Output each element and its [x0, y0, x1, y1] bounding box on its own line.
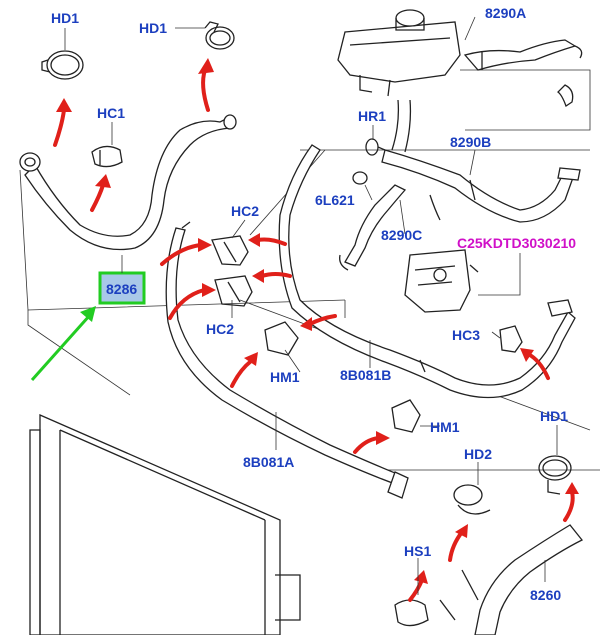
pipe-8b081b: [278, 144, 576, 399]
clamp-hd1-right: [538, 455, 572, 495]
radiator: [29, 414, 301, 635]
label-8290c: 8290C: [381, 227, 422, 243]
label-hc2-lower: HC2: [206, 321, 234, 337]
label-hm1-right: HM1: [430, 419, 460, 435]
label-6l621: 6L621: [315, 192, 355, 208]
clamp-hc1: [91, 145, 123, 168]
clip-hc2-upper: [211, 235, 249, 266]
hose-8290c: [339, 184, 441, 271]
label-hc3: HC3: [452, 327, 480, 343]
label-hr1: HR1: [358, 108, 386, 124]
frame-lines: [19, 69, 600, 471]
label-8290b: 8290B: [450, 134, 491, 150]
hose-8290a: [463, 39, 583, 107]
label-hs1: HS1: [404, 543, 431, 559]
hr1-part: [365, 138, 386, 156]
part-6l621: [352, 171, 368, 185]
part-labels: HD1 HD1 HC1 8290A HR1 8290B 6L621 8290C …: [51, 5, 576, 603]
label-8b081b: 8B081B: [340, 367, 391, 383]
coolant-reservoir: [337, 9, 461, 97]
clip-hm1-right: [391, 399, 421, 433]
red-arrows: [53, 58, 579, 602]
label-hd2: HD2: [464, 446, 492, 462]
label-c25kdtd3030210: C25KDTD3030210: [457, 235, 576, 251]
label-8286: 8286: [106, 281, 137, 297]
clip-hm1-left: [264, 321, 299, 356]
hose-8286: [19, 114, 237, 251]
clamp-hd1-mid: [204, 21, 235, 50]
green-pointer-arrow: [30, 306, 96, 381]
label-hc1: HC1: [97, 105, 125, 121]
clamp-hd1-left: [41, 50, 84, 80]
label-hd1-right: HD1: [540, 408, 568, 424]
clip-hc3: [499, 325, 523, 353]
label-8290a: 8290A: [485, 5, 526, 21]
thermostat-housing: [404, 249, 479, 313]
hose-8290b: [381, 99, 581, 223]
label-hd1-top-left: HD1: [51, 10, 79, 26]
clamp-hs1: [394, 599, 456, 627]
label-hm1-left: HM1: [270, 369, 300, 385]
clamp-hd2: [453, 484, 491, 515]
label-hd1-top-mid: HD1: [139, 20, 167, 36]
hose-8260: [461, 524, 584, 635]
pipe-8b081a: [165, 221, 409, 499]
clip-hc2-lower: [214, 275, 253, 307]
label-8260: 8260: [530, 587, 561, 603]
label-hc2-upper: HC2: [231, 203, 259, 219]
label-leaders: [64, 16, 558, 595]
label-8b081a: 8B081A: [243, 454, 294, 470]
